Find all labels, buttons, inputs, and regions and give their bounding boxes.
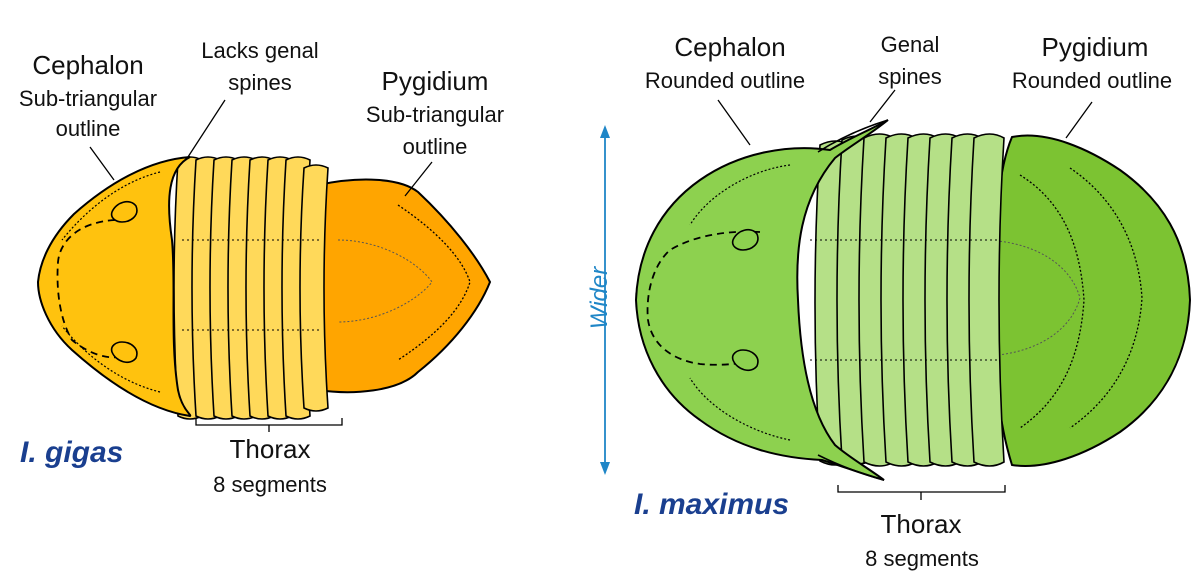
gigas-species-label: I. gigas bbox=[20, 436, 124, 469]
gigas-cephalon-line2: outline bbox=[55, 116, 121, 141]
maximus-thorax-title: Thorax bbox=[880, 509, 962, 539]
maximus-genal-spine-top bbox=[817, 119, 889, 153]
maximus-cephalon-title: Cephalon bbox=[674, 32, 786, 62]
maximus-cephalon-line1: Rounded outline bbox=[644, 68, 806, 93]
gigas-pygidium-leader bbox=[404, 161, 433, 197]
gigas-spines-line1: Lacks genal bbox=[201, 38, 319, 63]
gigas-thorax bbox=[173, 156, 329, 420]
maximus-trilobite bbox=[634, 119, 1192, 481]
gigas-thorax-bracket bbox=[195, 418, 343, 432]
maximus-spines-line2: spines bbox=[878, 64, 942, 89]
gigas-thorax-title: Thorax bbox=[229, 434, 311, 464]
gigas-pygidium-line1: Sub-triangular bbox=[365, 102, 505, 127]
gigas-pygidium bbox=[317, 178, 492, 394]
maximus-cephalon-leader bbox=[717, 99, 751, 146]
maximus-pygidium-leader bbox=[1065, 101, 1093, 139]
gigas-cephalon-leader bbox=[89, 146, 115, 181]
gigas-spines-leader bbox=[185, 99, 226, 161]
gigas-trilobite bbox=[36, 156, 492, 420]
maximus-spines-line1: Genal bbox=[880, 32, 940, 57]
wider-arrow bbox=[600, 125, 610, 475]
maximus-pygidium-title: Pygidium bbox=[1041, 32, 1149, 62]
gigas-spines-line2: spines bbox=[228, 70, 292, 95]
maximus-spines-leader bbox=[869, 89, 896, 123]
maximus-thorax-bracket bbox=[837, 485, 1006, 500]
maximus-species-label: I. maximus bbox=[634, 488, 790, 521]
wider-label: Wider bbox=[586, 266, 613, 330]
gigas-pygidium-title: Pygidium bbox=[381, 66, 489, 96]
maximus-thorax-segments: 8 segments bbox=[865, 546, 979, 571]
maximus-pygidium-line1: Rounded outline bbox=[1011, 68, 1173, 93]
maximus-thorax bbox=[810, 133, 1005, 467]
gigas-cephalon bbox=[36, 156, 192, 418]
gigas-cephalon-line1: Sub-triangular bbox=[18, 86, 158, 111]
gigas-thorax-segments: 8 segments bbox=[213, 472, 327, 497]
maximus-genal-spine-bottom bbox=[817, 454, 885, 481]
gigas-pygidium-line2: outline bbox=[402, 134, 468, 159]
gigas-cephalon-title: Cephalon bbox=[32, 50, 144, 80]
maximus-pygidium bbox=[993, 134, 1192, 467]
